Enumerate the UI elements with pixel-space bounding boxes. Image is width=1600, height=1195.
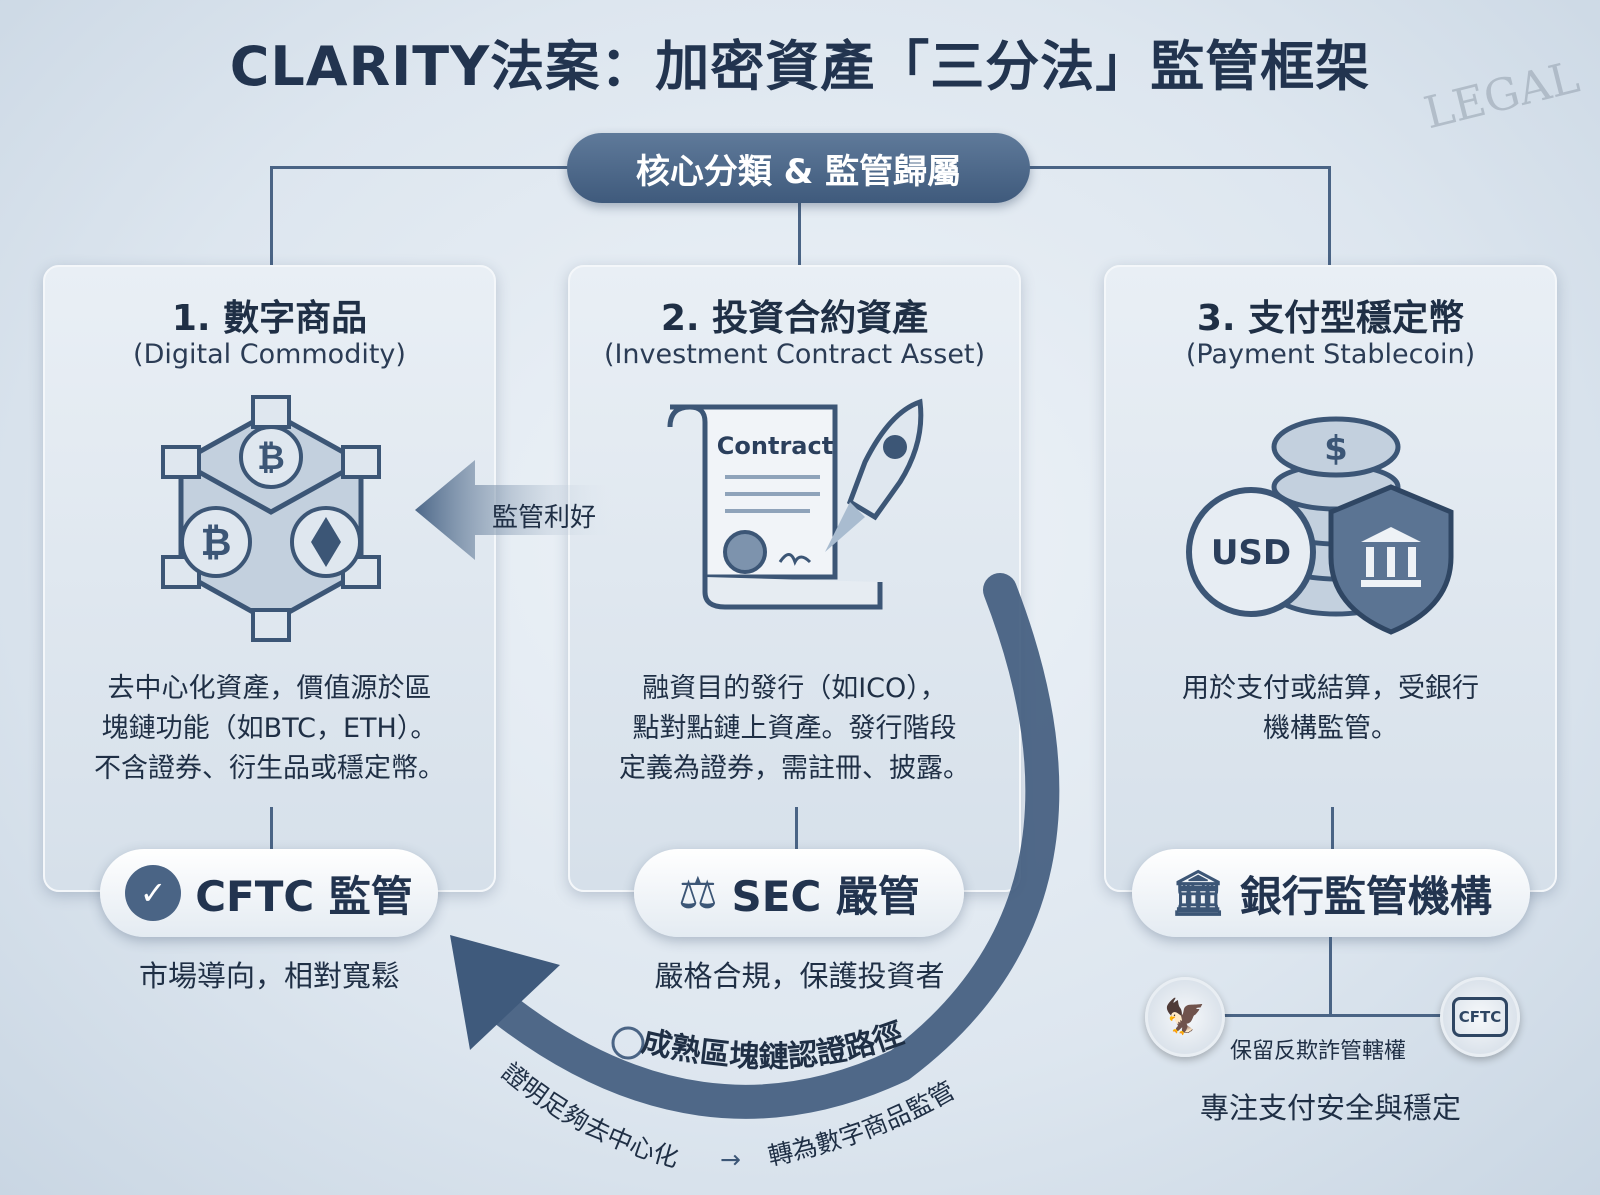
card-investment-contract: 2. 投資合約資產 (Investment Contract Asset) Co… — [568, 265, 1021, 892]
gavel-icon: ⚖ — [678, 867, 718, 919]
card-description: 用於支付或結算，受銀行 機構監管。 — [1116, 669, 1545, 749]
cftc-caption: 市場導向，相對寬鬆 — [138, 959, 400, 993]
core-classification-pill: 核心分類 & 監管歸屬 — [567, 133, 1030, 203]
badge-label: SEC 嚴管 — [731, 871, 920, 921]
cftc-seal-icon: CFTC — [1440, 977, 1520, 1057]
connector — [1331, 807, 1334, 852]
svg-text:₿: ₿ — [201, 520, 232, 564]
sec-seal-icon: 🦅 — [1145, 977, 1225, 1057]
regulatory-benefit-label: 監管利好 — [492, 503, 597, 533]
card-subtitle: (Payment Stablecoin) — [1185, 339, 1476, 370]
connector — [270, 166, 273, 266]
card-title: 2. 投資合約資產 — [660, 298, 929, 339]
cftc-badge: ✓ CFTC 監管 — [100, 849, 438, 937]
desc-line: 機構監管。 — [1263, 713, 1398, 744]
stablecoin-caption: 專注支付安全與穩定 — [1199, 1091, 1461, 1125]
bank-icon: 🏛 — [1170, 868, 1226, 919]
transition-arrow-icon: → — [720, 1145, 741, 1174]
card-title: 1. 數字商品 — [171, 298, 368, 339]
card-title: 3. 支付型穩定幣 — [1196, 298, 1465, 339]
page-title: CLARITY法案：加密資產「三分法」監管框架 — [229, 35, 1371, 98]
desc-line: 去中心化資產，價值源於區 — [107, 673, 432, 704]
coin-symbol: $ — [1324, 429, 1348, 469]
card-subtitle: (Investment Contract Asset) — [603, 339, 986, 370]
card-digital-commodity: 1. 數字商品 (Digital Commodity) ₿ ₿ 去中心化資產，價… — [43, 265, 496, 892]
arrow-head — [450, 935, 560, 1050]
blockchain-cube-icon: ₿ ₿ — [161, 395, 381, 642]
card-payment-stablecoin: 3. 支付型穩定幣 (Payment Stablecoin) $ USD 用於支… — [1104, 265, 1557, 892]
sec-caption: 嚴格合規，保護投資者 — [654, 959, 945, 993]
card-description: 去中心化資產，價值源於區 塊鏈功能（如BTC，ETH）。 不含證券、衍生品或穩定… — [55, 669, 484, 789]
clock-icon — [611, 1026, 645, 1060]
desc-line: 塊鏈功能（如BTC，ETH）。 — [101, 713, 438, 744]
card-description: 融資目的發行（如ICO）， 點對點鏈上資產。發行階段 定義為證券，需註冊、披露。 — [580, 669, 1009, 789]
desc-line: 點對點鏈上資產。發行階段 — [632, 713, 957, 744]
curved-arrow-body — [488, 573, 1060, 1119]
connector — [1328, 166, 1331, 266]
desc-line: 融資目的發行（如ICO）， — [642, 673, 947, 704]
connector — [798, 200, 801, 266]
connector — [270, 166, 570, 169]
coin-label: USD — [1211, 533, 1291, 573]
contract-rocket-icon: Contract — [667, 398, 924, 610]
card-subtitle: (Digital Commodity) — [133, 339, 406, 370]
connector — [1215, 1014, 1455, 1017]
sec-badge: ⚖ SEC 嚴管 — [634, 849, 964, 937]
contract-label: Contract — [717, 432, 833, 460]
connector — [1028, 166, 1330, 169]
desc-line: 定義為證券，需註冊、披露。 — [619, 753, 970, 784]
connector — [1329, 937, 1332, 1017]
desc-line: 用於支付或結算，受銀行 — [1182, 673, 1479, 704]
desc-line: 不含證券、衍生品或穩定幣。 — [94, 753, 445, 784]
connector — [795, 807, 798, 852]
coins-shield-icon: $ USD — [1186, 416, 1454, 635]
bank-regulator-badge: 🏛 銀行監管機構 — [1132, 849, 1530, 937]
connector — [270, 807, 273, 852]
badge-label: CFTC 監管 — [195, 871, 413, 921]
regulatory-benefit-arrow — [415, 460, 615, 560]
anti-fraud-note: 保留反欺詐管轄權 — [1230, 1039, 1407, 1064]
verified-badge-icon: ✓ — [125, 865, 182, 921]
badge-label: 銀行監管機構 — [1239, 871, 1492, 921]
svg-text:₿: ₿ — [257, 438, 285, 478]
